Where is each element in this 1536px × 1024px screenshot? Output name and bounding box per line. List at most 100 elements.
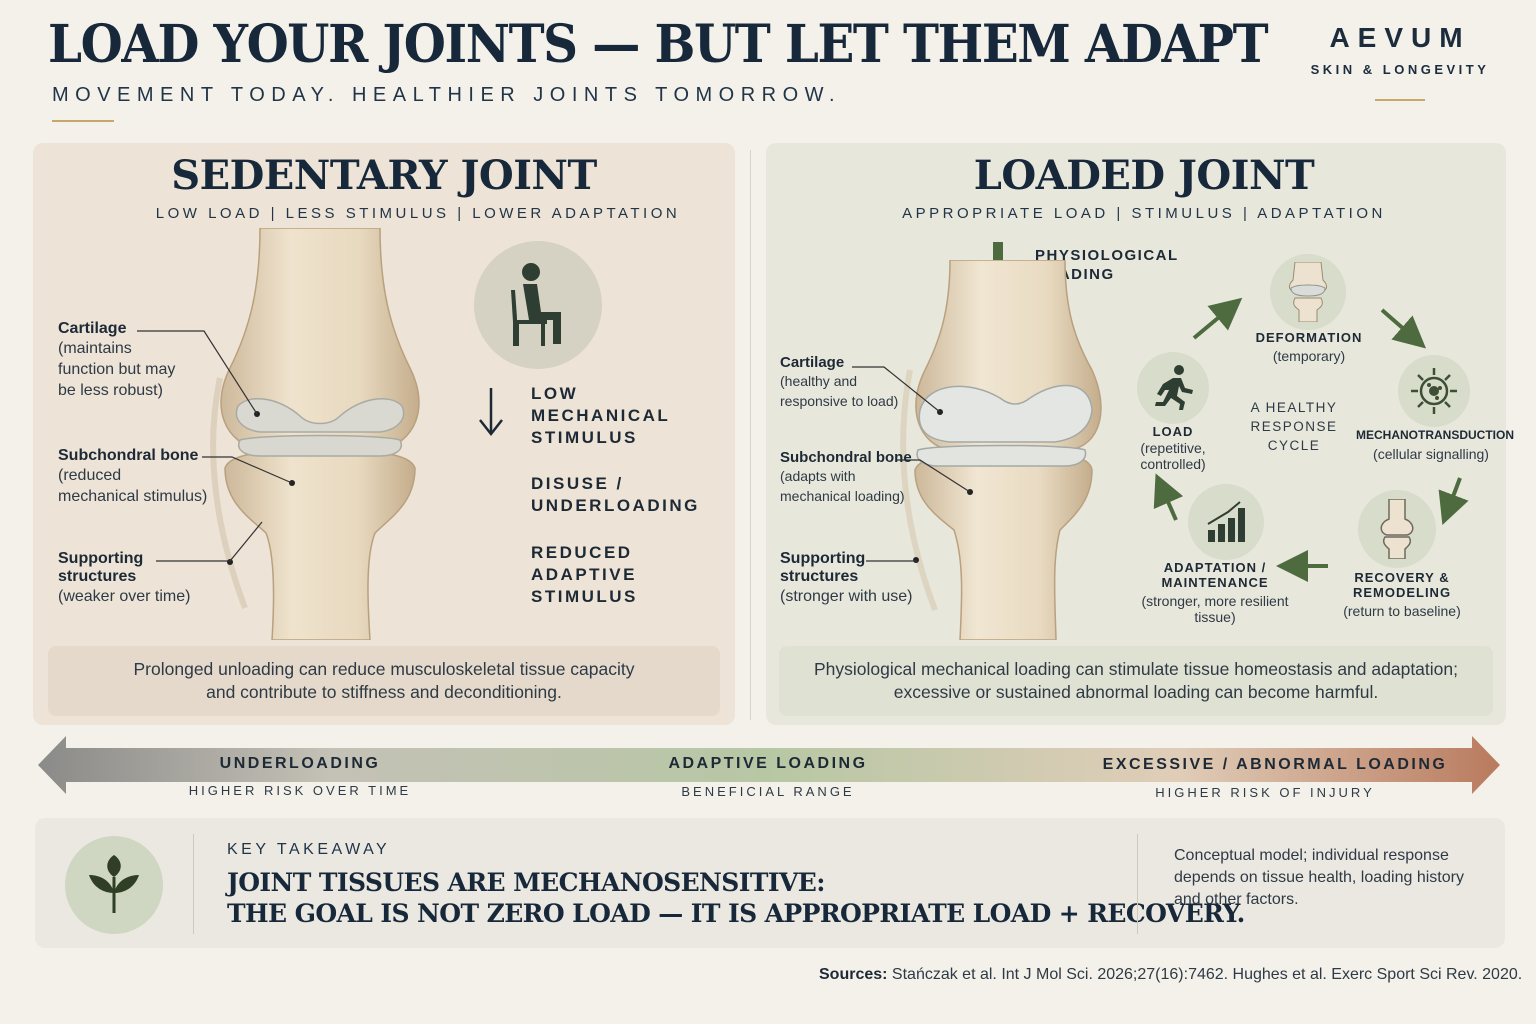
sedentary-panel-subtitle: LOW LOAD | LESS STIMULUS | LOWER ADAPTAT… — [155, 205, 681, 222]
title-underline — [52, 120, 114, 122]
leaf-icon — [65, 836, 163, 934]
takeaway-note-line: and other factors. — [1174, 891, 1299, 908]
step-title: RECOVERY & — [1354, 570, 1450, 585]
step-title: DEFORMATION — [1255, 330, 1363, 345]
step-title: ADAPTATION / — [1163, 560, 1267, 575]
stimulus-line: STIMULUS — [531, 587, 638, 606]
page-title: LOAD YOUR JOINTS — BUT LET THEM ADAPT — [48, 14, 1269, 75]
label-title-line2: structures — [58, 568, 137, 585]
step-title: MECHANOTRANSDUCTION — [1356, 428, 1514, 442]
sources-citation: Sources: Stańczak et al. Int J Mol Sci. … — [819, 966, 1522, 984]
loaded-note: Physiological mechanical loading can sti… — [779, 646, 1493, 716]
step-sub-line2: controlled) — [1140, 456, 1206, 472]
bar-chart-icon — [1188, 484, 1264, 560]
step-sub: (cellular signalling) — [1373, 446, 1489, 462]
step-title-line2: REMODELING — [1352, 585, 1452, 600]
scale-sub-underloading: HIGHER RISK OVER TIME — [188, 783, 412, 798]
label-desc-line: function but may — [58, 361, 176, 378]
stimulus-line: UNDERLOADING — [531, 496, 700, 515]
step-sub: (stronger, more resilient — [1141, 593, 1289, 609]
step-title: LOAD — [1152, 424, 1194, 439]
label-title: Supporting — [780, 550, 866, 567]
brand-name: AEVUM — [1329, 22, 1471, 53]
takeaway-note: Conceptual model; individual response de… — [1174, 845, 1484, 911]
panel-divider — [750, 150, 751, 720]
cycle-step-deformation: DEFORMATION (temporary) — [1238, 330, 1380, 364]
cycle-arrow-deformation-mechano — [1380, 308, 1427, 349]
seated-person-icon — [474, 241, 602, 369]
cycle-center-line: RESPONSE — [1250, 419, 1338, 434]
sedentary-label-cartilage: Cartilage (maintains function but may be… — [58, 320, 175, 401]
step-sub: (return to baseline) — [1343, 603, 1461, 619]
label-title: Subchondral bone — [780, 449, 912, 466]
cycle-arrow-load-deformation — [1192, 297, 1243, 340]
arrow-down-icon — [479, 388, 503, 437]
label-desc-line: (weaker over time) — [58, 588, 191, 605]
loading-line: PHYSIOLOGICAL — [1035, 247, 1179, 264]
stimulus-line: LOW — [531, 384, 579, 403]
takeaway-line: JOINT TISSUES ARE MECHANOSENSITIVE: — [227, 868, 825, 897]
loaded-label-cartilage: Cartilage (healthy and responsive to loa… — [780, 354, 898, 411]
note-line: and contribute to stiffness and decondit… — [206, 682, 562, 702]
cycle-step-recovery: RECOVERY & REMODELING (return to baselin… — [1332, 570, 1472, 619]
key-takeaway-box — [35, 818, 1505, 948]
loaded-label-supporting: Supporting structures (stronger with use… — [780, 550, 913, 607]
stimulus-item-reduced: REDUCED ADAPTIVE STIMULUS — [531, 542, 638, 608]
bone-icon — [1358, 490, 1436, 568]
cycle-center-line: A HEALTHY — [1250, 400, 1338, 415]
loaded-panel-subtitle: APPROPRIATE LOAD | STIMULUS | ADAPTATION — [902, 205, 1386, 222]
cell-signal-icon — [1398, 355, 1470, 427]
step-title-line2: MAINTENANCE — [1161, 575, 1269, 590]
loaded-knee-illustration — [900, 260, 1102, 640]
scale-label-adaptive: ADAPTIVE LOADING — [668, 755, 868, 772]
sedentary-label-supporting: Supporting structures (weaker over time) — [58, 550, 190, 607]
loaded-joint-panel — [766, 143, 1506, 725]
cycle-arrow-adaptation-load — [1153, 473, 1184, 521]
label-desc-line: mechanical loading) — [780, 488, 905, 504]
loading-spectrum-arrow — [38, 736, 1500, 794]
sedentary-panel-title: SEDENTARY JOINT — [171, 152, 597, 199]
label-title-line2: structures — [780, 568, 859, 585]
stimulus-line: MECHANICAL — [531, 406, 671, 425]
label-desc-line: mechanical stimulus) — [58, 488, 208, 505]
takeaway-divider-right — [1137, 834, 1138, 934]
sources-label: Sources: — [819, 966, 888, 983]
sources-text: Stańczak et al. Int J Mol Sci. 2026;27(1… — [891, 966, 1523, 983]
label-desc-line: responsive to load) — [780, 393, 899, 409]
step-sub-line2: tissue) — [1194, 609, 1236, 625]
running-person-icon — [1137, 352, 1209, 424]
label-title: Cartilage — [780, 354, 845, 371]
stimulus-item-low: LOW MECHANICAL STIMULUS — [531, 383, 670, 449]
note-line: Prolonged unloading can reduce musculosk… — [133, 659, 635, 679]
label-desc-line: be less robust) — [58, 382, 163, 399]
takeaway-note-line: Conceptual model; individual response — [1174, 847, 1449, 864]
brand-logo: AEVUM SKIN & LONGEVITY — [1300, 22, 1500, 77]
cycle-center-label: A HEALTHY RESPONSE CYCLE — [1238, 398, 1350, 455]
cycle-step-adaptation: ADAPTATION / MAINTENANCE (stronger, more… — [1135, 560, 1295, 625]
brand-tagline: SKIN & LONGEVITY — [1310, 62, 1490, 77]
loaded-label-bone: Subchondral bone (adapts with mechanical… — [780, 449, 912, 506]
label-title: Subchondral bone — [58, 447, 199, 464]
scale-sub-excessive: HIGHER RISK OF INJURY — [1155, 785, 1375, 800]
sedentary-knee-illustration — [210, 228, 420, 640]
note-line: excessive or sustained abnormal loading … — [893, 682, 1379, 702]
stimulus-item-disuse: DISUSE / UNDERLOADING — [531, 473, 700, 517]
joint-icon — [1270, 254, 1346, 330]
cycle-arrow-mechano-recovery — [1438, 477, 1469, 525]
scale-sub-adaptive: BENEFICIAL RANGE — [681, 784, 855, 799]
stimulus-line: STIMULUS — [531, 428, 638, 447]
step-sub: (temporary) — [1272, 348, 1346, 364]
takeaway-note-line: depends on tissue health, loading histor… — [1174, 869, 1464, 886]
scale-label-excessive: EXCESSIVE / ABNORMAL LOADING — [1102, 756, 1448, 773]
label-title: Supporting — [58, 550, 144, 567]
brand-underline — [1375, 99, 1425, 101]
step-sub: (repetitive, — [1140, 440, 1206, 456]
takeaway-line: THE GOAL IS NOT ZERO LOAD — IT IS APPROP… — [227, 899, 1245, 928]
label-desc-line: (adapts with — [780, 468, 856, 484]
stimulus-line: DISUSE / — [531, 474, 624, 493]
label-desc-line: (stronger with use) — [780, 588, 913, 605]
stimulus-line: REDUCED — [531, 543, 633, 562]
sedentary-label-bone: Subchondral bone (reduced mechanical sti… — [58, 447, 207, 507]
